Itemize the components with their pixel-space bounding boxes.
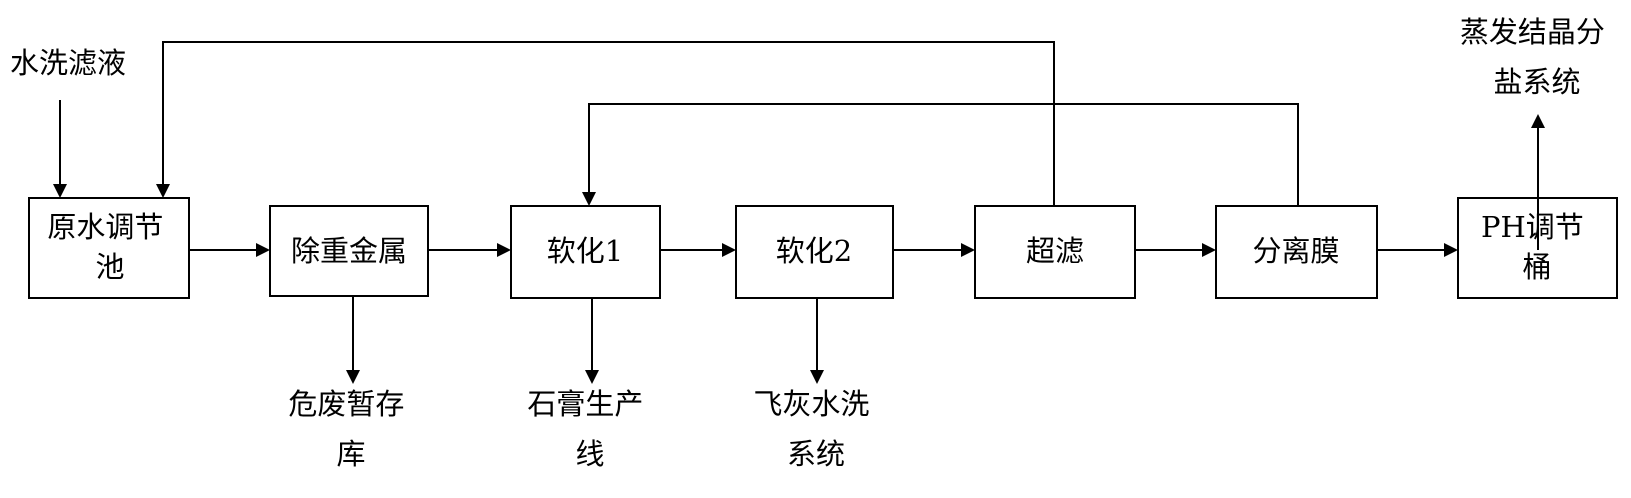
heavy-metal-removal-label: 除重金属	[291, 234, 407, 268]
softening-1-label: 软化1	[547, 234, 623, 268]
raw-water-tank-label: 原水调节 池	[47, 210, 172, 284]
recycle-loop-ultrafiltration-to-raw-tank	[156, 41, 1055, 206]
ultrafiltration-label: 超滤	[1026, 234, 1084, 268]
flow-arrow-to-evaporation-system	[1531, 114, 1545, 250]
softening-2-box	[735, 205, 894, 299]
flyash-wash-system-label: 飞灰水洗 系统	[753, 387, 878, 471]
ultrafiltration-box	[974, 205, 1136, 299]
softening-2-label: 软化2	[776, 234, 852, 268]
flow-arrow-membrane-to-ph-tank	[1377, 243, 1458, 257]
flow-arrow-wash-filtrate-input	[53, 100, 67, 198]
separation-membrane-label: 分离膜	[1252, 234, 1339, 268]
recycle-loop-membrane-to-soften1	[582, 103, 1299, 206]
hazwaste-storage-label: 危废暂存 库	[288, 387, 413, 471]
flow-arrow-to-flyash-wash-system	[810, 298, 824, 384]
evaporation-system-label: 蒸发结晶分 盐系统	[1460, 15, 1614, 99]
flow-arrow-soften1-to-soften2	[660, 243, 736, 257]
wash-filtrate-label: 水洗滤液	[10, 46, 126, 80]
separation-membrane-box	[1215, 205, 1378, 299]
flow-arrow-to-gypsum-line	[585, 298, 599, 384]
flow-arrow-heavy-metal-to-soften1	[428, 243, 511, 257]
flow-arrow-ultrafiltration-to-membrane	[1135, 243, 1216, 257]
flow-arrow-to-hazwaste-storage	[346, 296, 360, 384]
ph-adjust-tank-label: PH调节 桶	[1481, 210, 1593, 284]
softening-1-box	[510, 205, 661, 299]
raw-water-tank-box	[28, 197, 190, 299]
flow-arrow-raw-to-heavy-metal	[189, 243, 270, 257]
flow-arrow-soften2-to-ultrafiltration	[893, 243, 975, 257]
heavy-metal-removal-box	[269, 205, 429, 297]
gypsum-line-label: 石膏生产 线	[527, 387, 652, 471]
